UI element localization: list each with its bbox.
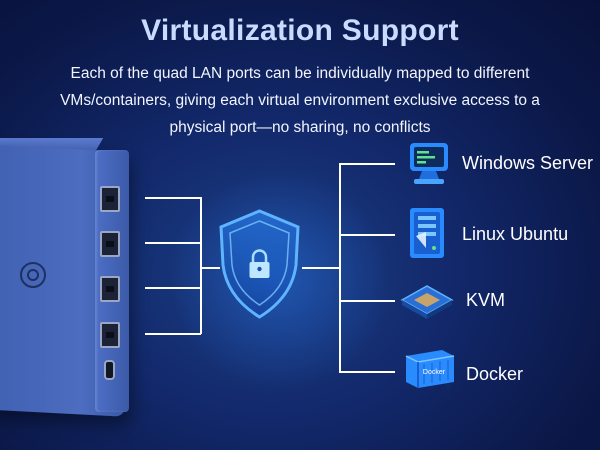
target-label-linux-ubuntu: Linux Ubuntu (462, 224, 569, 244)
lan-port-2 (100, 231, 120, 257)
lan-port-1 (100, 186, 120, 212)
docker-icon-text: Docker (423, 369, 446, 376)
target-label-kvm: KVM (466, 290, 506, 310)
port-line-1 (145, 197, 201, 199)
target-bus-line (339, 163, 341, 372)
target-line-3 (339, 300, 395, 302)
page-title: Virtualization Support (141, 14, 459, 47)
lan-port-3 (100, 276, 120, 302)
port-line-2 (145, 242, 201, 244)
target-line-2 (339, 234, 395, 236)
target-label-docker: Docker (466, 364, 524, 384)
usb-c-port (104, 360, 115, 380)
shield-to-bus-line (302, 267, 340, 269)
monitor-icon (410, 143, 448, 184)
port-line-4 (145, 333, 201, 335)
port-line-3 (145, 287, 201, 289)
brand-logo-icon (20, 262, 46, 288)
page-subtitle: Each of the quad LAN ports can be indivi… (60, 65, 540, 136)
lan-port-4 (100, 322, 120, 348)
port-to-shield-line (200, 267, 220, 269)
container-icon: Docker (405, 350, 455, 391)
target-line-4 (339, 371, 395, 373)
target-label-windows-server: Windows Server (462, 153, 594, 173)
cpu-chip-icon (400, 285, 454, 319)
shield-lock-icon (219, 209, 300, 319)
port-bus-line (200, 197, 202, 334)
target-line-1 (339, 163, 395, 165)
server-icon (410, 208, 444, 258)
